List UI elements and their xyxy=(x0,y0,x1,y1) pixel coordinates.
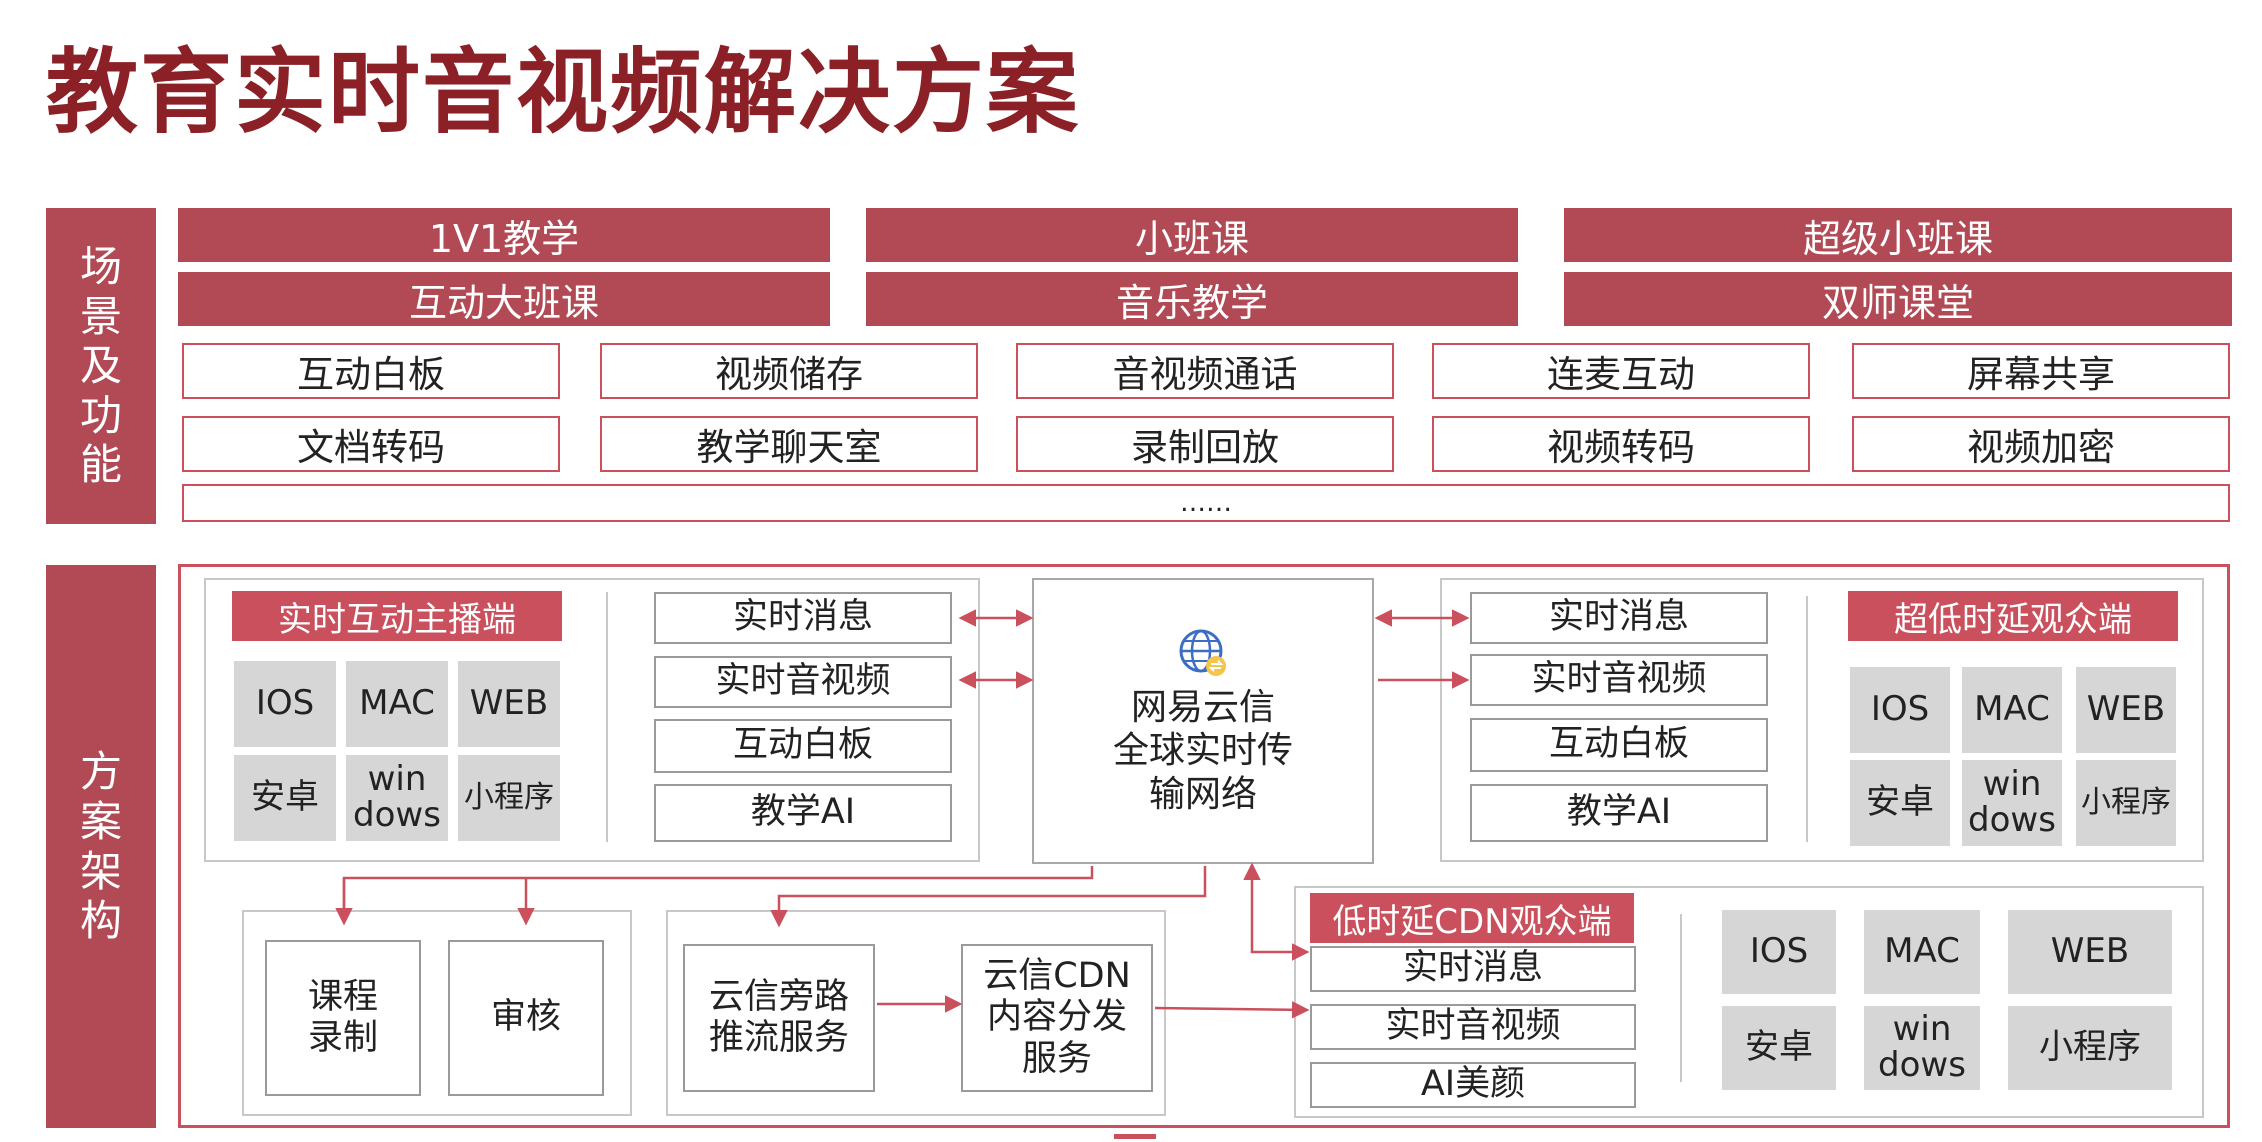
platform-miniprogram: 小程序 xyxy=(458,755,560,841)
feature-box: 互动白板 xyxy=(182,343,560,399)
platform-web: WEB xyxy=(458,661,560,747)
divider xyxy=(1806,596,1808,842)
platform-web: WEB xyxy=(2076,667,2176,753)
platform-mac: MAC xyxy=(346,661,448,747)
feature-box: 连麦互动 xyxy=(1432,343,1810,399)
low-latency-tag: 低时延CDN观众端 xyxy=(1310,893,1634,943)
global-network-box: 网易云信 全球实时传 输网络 xyxy=(1032,578,1374,864)
platform-miniprogram: 小程序 xyxy=(2076,760,2176,846)
divider xyxy=(606,592,608,842)
low-service: 实时消息 xyxy=(1310,946,1636,992)
platform-miniprogram: 小程序 xyxy=(2008,1006,2172,1090)
host-service: 教学AI xyxy=(654,784,952,842)
scenario-bar: 小班课 xyxy=(866,208,1518,262)
platform-android: 安卓 xyxy=(1850,760,1950,846)
host-service: 实时消息 xyxy=(654,592,952,644)
low-service: AI美颜 xyxy=(1310,1062,1636,1108)
platform-mac: MAC xyxy=(1962,667,2062,753)
platform-windows: win dows xyxy=(1962,760,2062,846)
feature-box: 文档转码 xyxy=(182,416,560,472)
feature-box: 音视频通话 xyxy=(1016,343,1394,399)
feature-box: 视频加密 xyxy=(1852,416,2230,472)
host-tag: 实时互动主播端 xyxy=(232,591,562,641)
cdn-distribution-box: 云信CDN 内容分发 服务 xyxy=(961,944,1153,1092)
feature-more: …… xyxy=(182,484,2230,522)
ultra-service: 实时消息 xyxy=(1470,592,1768,644)
platform-windows: win dows xyxy=(346,755,448,841)
platform-ios: IOS xyxy=(1850,667,1950,753)
platform-windows: win dows xyxy=(1864,1006,1980,1090)
architecture-frame xyxy=(178,564,2230,1128)
ultra-service: 互动白板 xyxy=(1470,718,1768,772)
scenario-bar: 1V1教学 xyxy=(178,208,830,262)
scenes-features-label: 场 景 及 功 能 xyxy=(46,208,156,524)
feature-box: 视频储存 xyxy=(600,343,978,399)
scenario-bar: 音乐教学 xyxy=(866,272,1518,326)
platform-web: WEB xyxy=(2008,910,2172,994)
divider xyxy=(1680,914,1682,1082)
page-title: 教育实时音视频解决方案 xyxy=(46,39,1081,146)
globe-network-icon xyxy=(1179,629,1226,677)
ultra-low-tag: 超低时延观众端 xyxy=(1848,591,2178,641)
scenario-bar: 超级小班课 xyxy=(1564,208,2232,262)
host-service: 实时音视频 xyxy=(654,656,952,708)
host-service: 互动白板 xyxy=(654,719,952,773)
platform-android: 安卓 xyxy=(1722,1006,1836,1090)
feature-box: 教学聊天室 xyxy=(600,416,978,472)
architecture-label: 方 案 架 构 xyxy=(46,565,156,1128)
feature-box: 视频转码 xyxy=(1432,416,1810,472)
bypass-stream-box: 云信旁路 推流服务 xyxy=(683,944,875,1092)
platform-android: 安卓 xyxy=(234,755,336,841)
page-indicator xyxy=(1114,1134,1156,1139)
ultra-service: 教学AI xyxy=(1470,784,1768,842)
review-box: 审核 xyxy=(448,940,604,1096)
platform-ios: IOS xyxy=(1722,910,1836,994)
platform-mac: MAC xyxy=(1864,910,1980,994)
low-service: 实时音视频 xyxy=(1310,1004,1636,1050)
scenario-bar: 互动大班课 xyxy=(178,272,830,326)
platform-ios: IOS xyxy=(234,661,336,747)
feature-box: 录制回放 xyxy=(1016,416,1394,472)
feature-box: 屏幕共享 xyxy=(1852,343,2230,399)
ultra-service: 实时音视频 xyxy=(1470,654,1768,706)
course-recording-box: 课程 录制 xyxy=(265,940,421,1096)
scenario-bar: 双师课堂 xyxy=(1564,272,2232,326)
